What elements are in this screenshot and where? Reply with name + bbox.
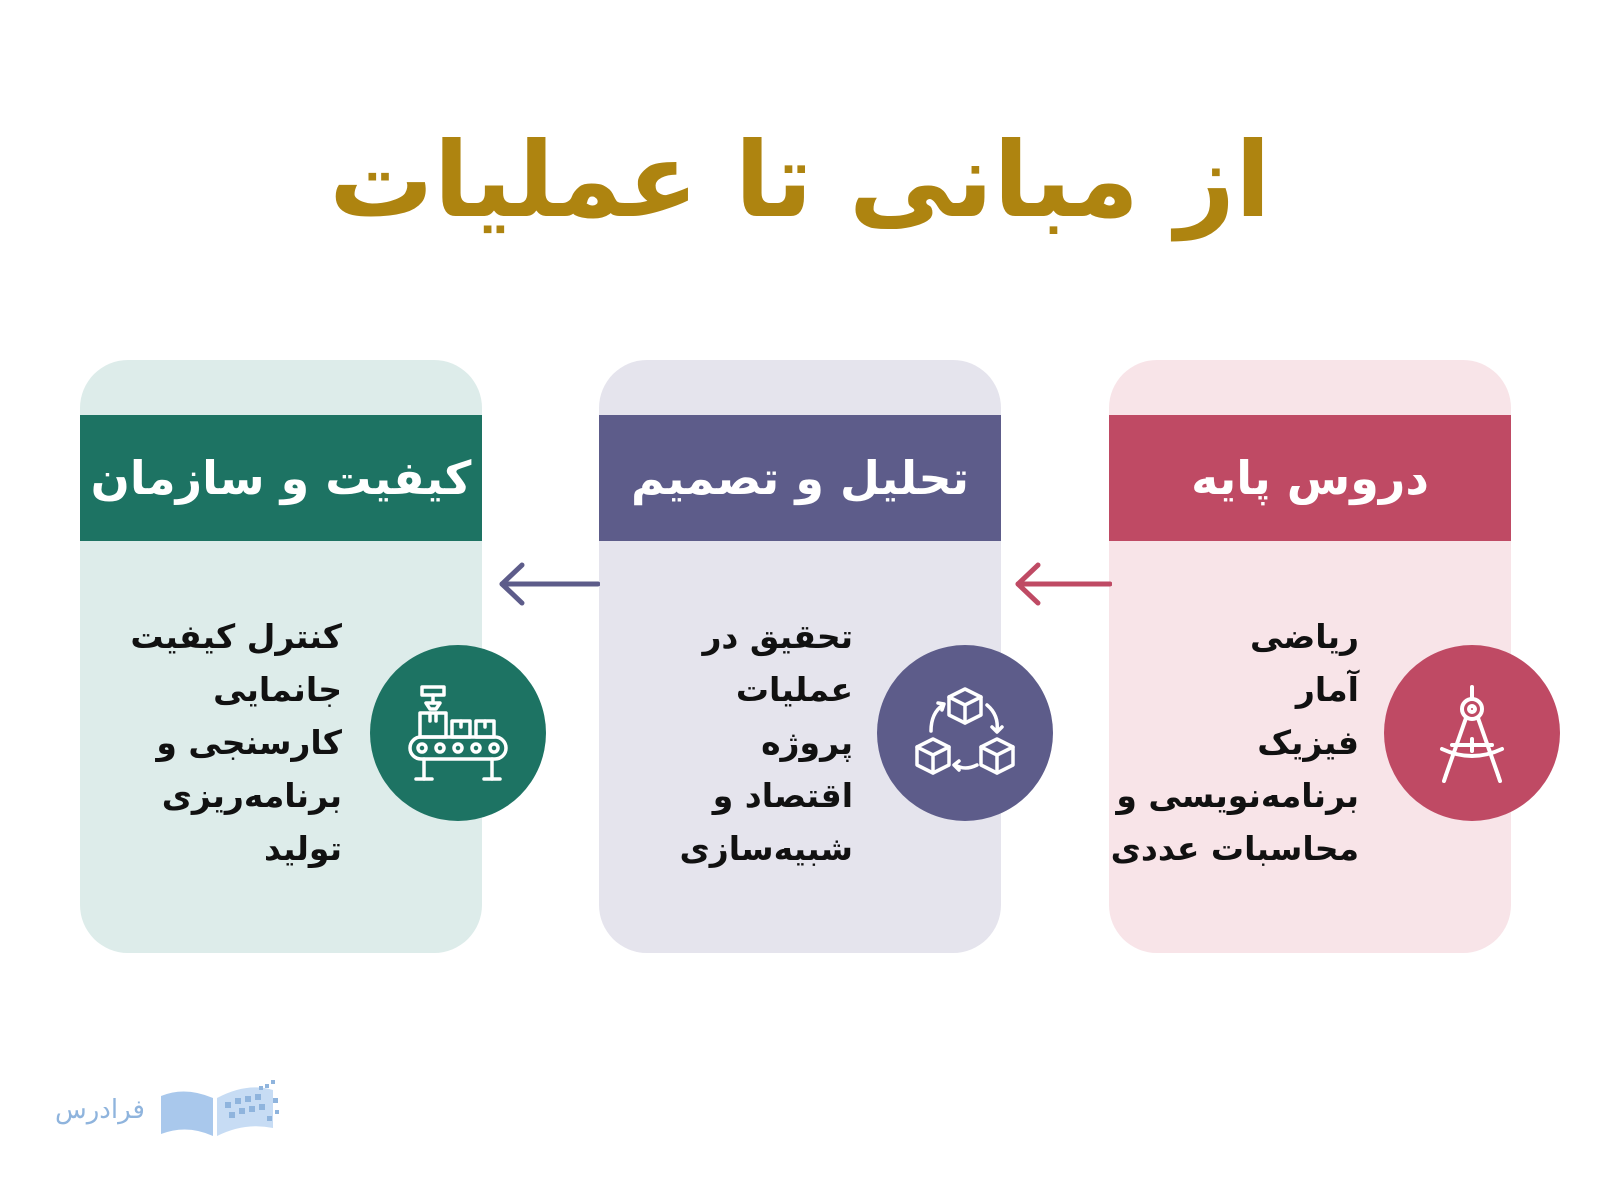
- flow-arrow-icon: [499, 562, 600, 606]
- list-item: اقتصاد و: [712, 776, 853, 815]
- flow-arrow-icon: [1015, 562, 1112, 606]
- drafting-compass-icon: [1440, 685, 1504, 783]
- list-item: فیزیک: [1257, 723, 1359, 762]
- stage-card-quality: کیفیت و سازمان کنترل کیفیت جانمایی کارسن…: [80, 360, 546, 953]
- list-item: تحقیق در عملیات: [702, 617, 853, 709]
- list-item: جانمایی: [213, 670, 342, 709]
- brand-logo: فرادرس: [55, 1078, 281, 1142]
- stage-item-list: ریاضی آمار فیزیک برنامه‌نویسی و محاسبات …: [1111, 610, 1359, 875]
- stage-item-list: تحقیق در عملیات پروژه اقتصاد و شبیه‌سازی: [599, 610, 854, 875]
- stage-heading: تحلیل و تصمیم: [599, 415, 1001, 541]
- icon-circle: [877, 645, 1053, 821]
- conveyor-belt-icon: [408, 685, 508, 781]
- list-item: ریاضی: [1249, 617, 1359, 656]
- stage-heading: کیفیت و سازمان: [80, 415, 482, 541]
- list-item: آمار: [1295, 670, 1359, 709]
- list-item: شبیه‌سازی: [679, 829, 854, 868]
- list-item: کنترل کیفیت: [130, 617, 342, 656]
- list-item: محاسبات عددی: [1110, 829, 1359, 868]
- list-item: پروژه: [761, 723, 853, 762]
- list-item: کارسنجی و: [156, 723, 342, 762]
- stage-item-list: کنترل کیفیت جانمایی کارسنجی و برنامه‌ریز…: [80, 610, 342, 875]
- book-logo-icon: [160, 1080, 279, 1136]
- stage-heading: دروس پایه: [1109, 415, 1511, 541]
- icon-circle: [1384, 645, 1560, 821]
- cubes-cycle-icon: [915, 687, 1015, 775]
- stage-card-basic: دروس پایه ریاضی آمار فیزیک برنامه‌نویسی …: [1109, 360, 1560, 953]
- main-title: از مبانی تا عملیات: [329, 119, 1271, 241]
- list-item: برنامه‌نویسی و: [1116, 776, 1359, 815]
- icon-circle: [370, 645, 546, 821]
- brand-logo-text: فرادرس: [55, 1095, 145, 1125]
- list-item: برنامه‌ریزی تولید: [161, 776, 342, 868]
- stage-card-analysis: تحلیل و تصمیم تحقیق در عملیات پروژه اقتص…: [599, 360, 1053, 953]
